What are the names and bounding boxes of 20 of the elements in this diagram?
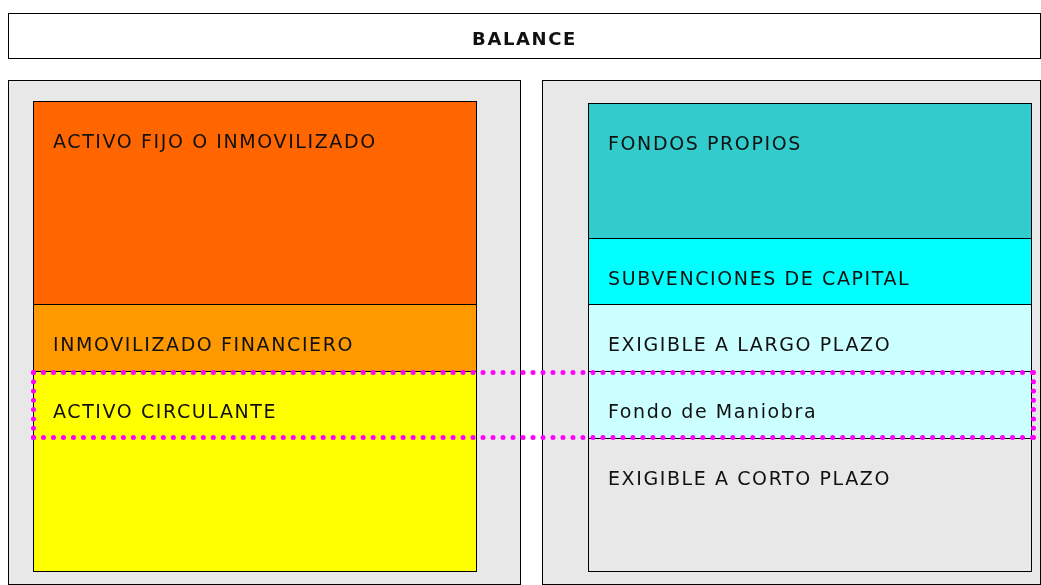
balance-row (588, 371, 1032, 439)
title-bar (8, 13, 1041, 59)
row-label: EXIGIBLE A LARGO PLAZO (608, 333, 892, 355)
row-label: EXIGIBLE A CORTO PLAZO (608, 467, 891, 489)
balance-row (588, 438, 1032, 572)
row-label: ACTIVO CIRCULANTE (53, 400, 278, 422)
row-label: SUBVENCIONES DE CAPITAL (608, 267, 911, 289)
balance-row (33, 371, 477, 572)
balance-row (588, 103, 1032, 239)
row-label: INMOVILIZADO FINANCIERO (53, 333, 355, 355)
row-label: ACTIVO FIJO O INMOVILIZADO (53, 130, 377, 152)
balance-row (33, 101, 477, 305)
title-label: BALANCE (471, 28, 578, 49)
balance-row (33, 304, 477, 372)
balance-row (588, 238, 1032, 305)
liabilities-panel (542, 80, 1041, 585)
row-label: Fondo de Maniobra (608, 400, 818, 422)
balance-row (588, 304, 1032, 372)
assets-panel (8, 80, 521, 585)
row-label: FONDOS PROPIOS (608, 132, 802, 154)
